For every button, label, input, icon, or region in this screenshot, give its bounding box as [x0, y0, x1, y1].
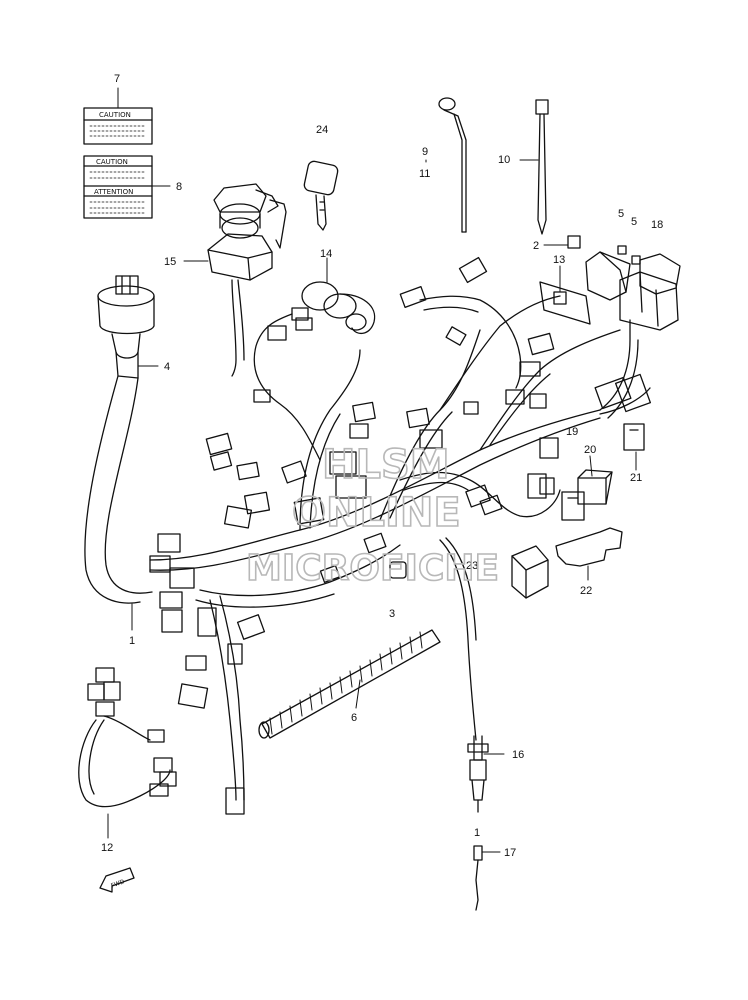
caution-text-small: CAUTION	[99, 111, 131, 119]
callout-18: 18	[651, 219, 663, 231]
callout-20: 20	[584, 444, 596, 456]
watermark-line2: ONLINE	[292, 490, 461, 536]
callout-21: 21	[630, 472, 642, 484]
cable-tie-10	[535, 99, 549, 235]
callout-4: 4	[164, 361, 170, 373]
callout-9: 9	[422, 146, 428, 158]
switch-14	[253, 281, 376, 461]
watermark: HLSM ONLINE MICROFICHE	[245, 441, 500, 590]
callout-24: 24	[316, 124, 328, 136]
callout-8: 8	[176, 181, 182, 193]
part-23	[511, 545, 549, 599]
bracket-22	[555, 527, 623, 567]
callout-5b: 5	[631, 216, 637, 228]
main-harness	[149, 295, 651, 801]
callout-15: 15	[164, 256, 176, 268]
grommet-17	[473, 845, 483, 911]
callout-2: 2	[533, 240, 539, 252]
callout-1b: 1	[474, 827, 480, 839]
callout-6: 6	[351, 712, 357, 724]
callout-13: 13	[553, 254, 565, 266]
callout-22: 22	[580, 585, 592, 597]
callout-17: 17	[504, 847, 516, 859]
cable-tie-9	[438, 97, 467, 233]
connector-21	[623, 423, 645, 451]
callout-3: 3	[389, 608, 395, 620]
fwd-label: FWD	[110, 878, 126, 889]
callout-5a: 5	[618, 208, 624, 220]
callout-10: 10	[498, 154, 510, 166]
harness-connectors	[149, 256, 651, 815]
relay-20	[577, 469, 613, 505]
round-connector-4	[84, 275, 155, 604]
corrugated-tube	[258, 629, 441, 739]
attention-text: ATTENTION	[94, 188, 133, 196]
ignition-switch	[207, 183, 287, 377]
relay-bracket	[539, 235, 681, 331]
key-part	[303, 160, 339, 231]
callout-19: 19	[566, 426, 578, 438]
sub-harness-12	[78, 667, 177, 808]
leader-lines	[107, 87, 637, 853]
caution-text-large: CAUTION	[96, 158, 128, 166]
callout-12: 12	[101, 842, 113, 854]
callout-7: 7	[114, 73, 120, 85]
callout-23: 23	[466, 560, 478, 572]
fwd-arrow-icon	[99, 867, 135, 893]
watermark-line1: HLSM	[322, 442, 450, 488]
callout-16: 16	[512, 749, 524, 761]
callout-14: 14	[320, 248, 332, 260]
sensor-16	[467, 735, 489, 813]
callout-1: 1	[129, 635, 135, 647]
caution-attention-label	[83, 155, 153, 219]
relay-19	[561, 491, 585, 521]
watermark-line3: MICROFICHE	[246, 548, 499, 589]
callout-11: 11	[419, 168, 430, 180]
